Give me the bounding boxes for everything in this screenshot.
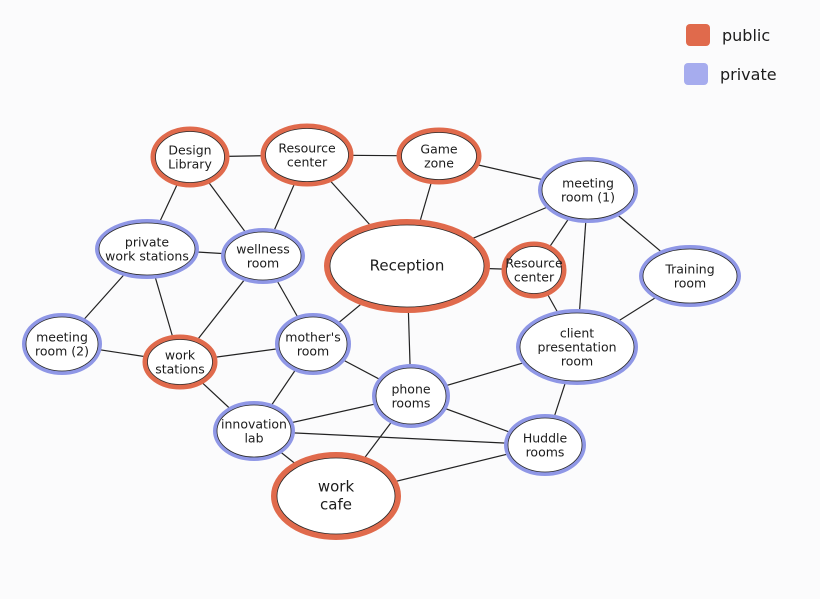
legend-swatch-private — [684, 63, 708, 85]
node-label-client-presentation-room: presentation — [537, 340, 616, 355]
node-label-innovation-lab: innovation — [221, 417, 287, 432]
node-label-work-stations: work — [165, 348, 196, 363]
node-bubble-reception — [324, 219, 490, 313]
node-label-work-cafe: work — [318, 478, 355, 496]
node-outline-huddle-rooms — [507, 417, 583, 473]
node-bubble-training-room — [639, 245, 741, 307]
node-label-meeting-room-2: room (2) — [35, 344, 89, 359]
node-outline-work-stations — [147, 339, 213, 385]
edge-innovation-lab-to-huddle-rooms — [253, 430, 546, 446]
node-label-meeting-room-1: room (1) — [561, 190, 615, 205]
node-label-phone-rooms: rooms — [392, 396, 431, 411]
node-label-client-presentation-room: client — [560, 326, 594, 341]
node-outline-resource-center-small — [506, 246, 562, 294]
node-label-reception: Reception — [370, 257, 445, 275]
node-outline-training-room — [642, 248, 738, 304]
node-label-meeting-room-1: meeting — [562, 176, 614, 191]
node-label-wellness-room: wellness — [236, 242, 290, 257]
node-bubble-private-work-stations — [95, 219, 199, 279]
node-outline-wellness-room — [224, 231, 302, 281]
node-label-design-library: Library — [168, 157, 212, 172]
node-label-private-work-stations: private — [125, 235, 170, 250]
node-outline-game-zone — [401, 132, 477, 180]
node-label-game-zone: Game — [420, 142, 458, 157]
legend-label-private: private — [720, 65, 777, 84]
node-label-client-presentation-room: room — [561, 354, 593, 369]
node-bubble-innovation-lab — [213, 401, 295, 461]
node-label-phone-rooms: phone — [391, 382, 430, 397]
node-label-huddle-rooms: rooms — [526, 445, 565, 460]
node-bubble-client-presentation-room — [516, 309, 638, 385]
node-bubble-work-cafe — [271, 452, 401, 540]
node-outline-work-cafe — [276, 457, 396, 535]
node-outline-phone-rooms — [375, 367, 447, 425]
node-bubble-huddle-rooms — [504, 414, 586, 476]
node-outline-meeting-room-1 — [541, 160, 635, 220]
node-bubble-mothers-room — [275, 313, 351, 375]
node-label-work-stations: stations — [155, 362, 205, 377]
node-outline-design-library — [155, 131, 225, 183]
node-bubble-meeting-room-1 — [538, 157, 638, 223]
node-label-private-work-stations: work stations — [105, 249, 189, 264]
node-outline-client-presentation-room — [519, 312, 635, 382]
node-label-mothers-room: mother's — [285, 330, 340, 345]
node-label-innovation-lab: lab — [244, 431, 263, 446]
node-bubble-wellness-room — [221, 228, 305, 284]
node-bubble-design-library — [150, 126, 230, 188]
node-label-design-library: Design — [168, 143, 211, 158]
node-bubble-work-stations — [142, 334, 218, 390]
node-reception: Reception — [324, 219, 490, 313]
legend: public private — [684, 24, 777, 85]
node-label-game-zone: zone — [424, 156, 454, 171]
node-label-training-room: Training — [664, 262, 714, 277]
node-outline-innovation-lab — [216, 404, 292, 458]
node-bubble-resource-center-top — [260, 123, 354, 187]
node-label-wellness-room: room — [247, 256, 279, 271]
node-bubble-game-zone — [396, 127, 482, 185]
node-outline-resource-center-top — [265, 128, 349, 182]
legend-label-public: public — [722, 26, 770, 45]
legend-swatch-public — [686, 24, 710, 46]
node-outline-mothers-room — [278, 316, 348, 372]
node-label-huddle-rooms: Huddle — [523, 431, 568, 446]
node-outline-private-work-stations — [98, 222, 196, 276]
node-layer: DesignLibraryResourcecenterGamezonemeeti… — [22, 123, 741, 540]
node-label-work-cafe: cafe — [320, 496, 352, 514]
node-label-resource-center-small: center — [514, 270, 555, 285]
node-outline-reception — [329, 224, 485, 308]
node-label-resource-center-top: center — [287, 155, 328, 170]
node-label-training-room: room — [674, 276, 706, 291]
node-label-resource-center-top: Resource — [278, 141, 336, 156]
node-label-resource-center-small: Resource — [505, 256, 563, 271]
node-bubble-meeting-room-2 — [22, 313, 102, 375]
node-bubble-phone-rooms — [372, 364, 450, 428]
node-label-mothers-room: room — [297, 344, 329, 359]
node-outline-meeting-room-2 — [25, 316, 99, 372]
node-bubble-resource-center-small — [501, 241, 567, 299]
node-label-meeting-room-2: meeting — [36, 330, 88, 345]
